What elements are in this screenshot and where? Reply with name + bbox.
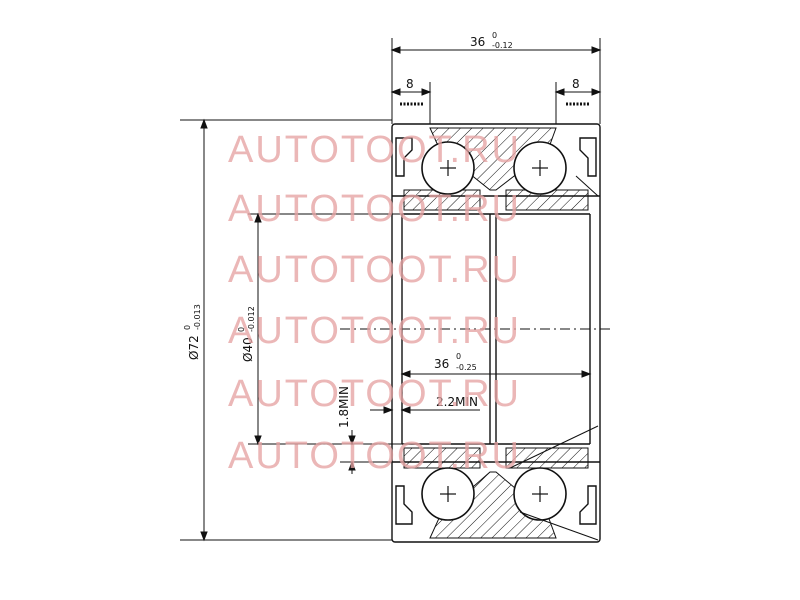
overall-width-lower: -0.12 bbox=[492, 41, 513, 50]
ball-crosses bbox=[440, 160, 548, 502]
watermark-4: AUTOTOOT.RU bbox=[228, 310, 521, 352]
inner-width-upper: 0 bbox=[456, 352, 461, 361]
left-seal-dimension bbox=[390, 82, 432, 124]
outer-diameter-dimension bbox=[180, 118, 392, 542]
overall-width-upper: 0 bbox=[492, 31, 497, 40]
leader-lines bbox=[509, 175, 599, 541]
overall-width-value: 36 bbox=[470, 35, 485, 49]
svg-text:Ø72: Ø72 bbox=[187, 335, 201, 360]
right-seal-width-label: 8 bbox=[572, 77, 580, 91]
overall-width-dimension bbox=[390, 38, 602, 124]
watermark-6: AUTOTOOT.RU bbox=[228, 435, 521, 477]
inner-width-value: 36 bbox=[434, 357, 449, 371]
watermark-2: AUTOTOOT.RU bbox=[228, 188, 521, 230]
svg-text:0: 0 bbox=[183, 325, 192, 330]
right-seal-dimension bbox=[554, 82, 602, 124]
svg-text:Ø40: Ø40 bbox=[241, 337, 255, 362]
watermark-layer: AUTOTOOT.RU AUTOTOOT.RU AUTOTOOT.RU AUTO… bbox=[228, 129, 521, 477]
bore-diameter-text: Ø40 0 -0.012 bbox=[237, 306, 256, 362]
inner-width-lower: -0.25 bbox=[456, 363, 477, 372]
seals bbox=[395, 137, 597, 525]
left-seal-width-label: 8 bbox=[406, 77, 414, 91]
watermark-5: AUTOTOOT.RU bbox=[228, 373, 521, 415]
chamfer-radial-label: 1.8MIN bbox=[337, 386, 351, 428]
chamfer-axial-label: 2.2MIN bbox=[436, 395, 478, 409]
svg-text:0: 0 bbox=[237, 327, 246, 332]
watermark-1: AUTOTOOT.RU bbox=[228, 129, 521, 171]
svg-text:-0.013: -0.013 bbox=[193, 304, 202, 330]
bottom-hatch bbox=[403, 447, 589, 539]
outer-diameter-text: Ø72 0 -0.013 bbox=[183, 304, 202, 360]
chamfer-axial-dimension bbox=[370, 406, 480, 414]
svg-text:-0.012: -0.012 bbox=[247, 306, 256, 332]
watermark-3: AUTOTOOT.RU bbox=[228, 249, 521, 291]
